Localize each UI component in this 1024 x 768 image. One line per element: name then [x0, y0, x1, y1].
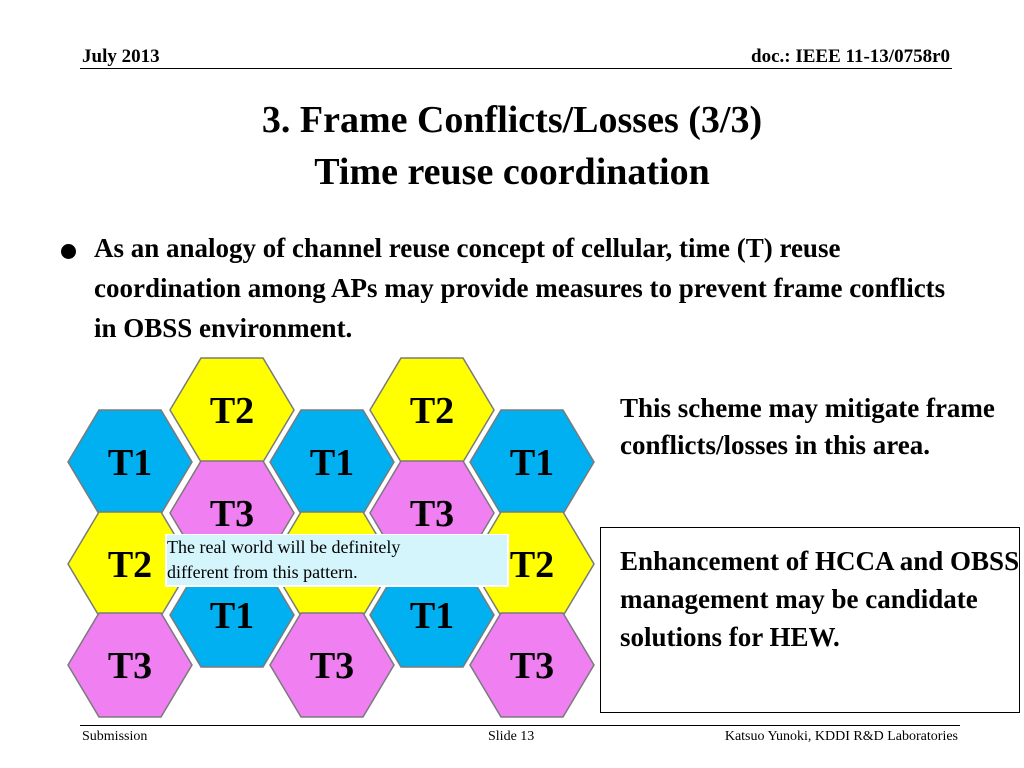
- hex-cell-t1: T1: [169, 562, 295, 668]
- hex-cell-t2: T2: [169, 357, 295, 463]
- bullet-text: As an analogy of channel reuse concept o…: [94, 233, 946, 343]
- hex-cell-t3: T3: [67, 612, 193, 718]
- mitigation-text: This scheme may mitigate frame conflicts…: [620, 393, 995, 460]
- pattern-note-line1: The real world will be definitely: [167, 535, 507, 560]
- hex-cell-t2: T2: [67, 511, 193, 617]
- hex-label: T1: [410, 595, 454, 637]
- hex-cell-t3: T3: [269, 612, 395, 718]
- header-doc-id: doc.: IEEE 11-13/0758r0: [751, 46, 950, 67]
- footer-slide-number: Slide 13: [488, 729, 535, 744]
- hex-shape: [469, 612, 595, 718]
- header-rule: [80, 68, 952, 69]
- header-date: July 2013: [82, 46, 160, 67]
- pattern-note-line2: different from this pattern.: [167, 560, 507, 585]
- hex-label: T2: [210, 390, 254, 432]
- hex-label: T2: [510, 544, 554, 586]
- hex-cell-t1: T1: [67, 409, 193, 515]
- hex-label: T1: [310, 442, 354, 484]
- hex-cell-t1: T1: [469, 409, 595, 515]
- footer-author: Katsuo Yunoki, KDDI R&D Laboratories: [724, 729, 958, 744]
- hex-label: T1: [510, 442, 554, 484]
- hex-label: T3: [108, 645, 152, 687]
- solution-box: [600, 527, 1020, 713]
- hex-label: T3: [410, 493, 454, 535]
- bullet-icon: [61, 244, 76, 259]
- hex-label: T2: [108, 544, 152, 586]
- footer-submission: Submission: [82, 729, 148, 744]
- hex-cell-t1: T1: [369, 562, 495, 668]
- hex-shape: [269, 612, 395, 718]
- hex-label: T1: [108, 442, 152, 484]
- slide-title-line1: 3. Frame Conflicts/Losses (3/3): [261, 99, 763, 141]
- footer-rule: [80, 725, 960, 726]
- pattern-note: The real world will be definitely differ…: [165, 534, 509, 587]
- slide-title-line2: Time reuse coordination: [314, 151, 710, 193]
- hex-label: T1: [210, 595, 254, 637]
- hex-cell-t1: T1: [269, 409, 395, 515]
- hex-label: T3: [310, 645, 354, 687]
- hex-label: T3: [510, 645, 554, 687]
- hex-shape: [67, 612, 193, 718]
- hex-label: T3: [210, 493, 254, 535]
- hex-cell-t3: T3: [469, 612, 595, 718]
- hex-cell-t2: T2: [369, 357, 495, 463]
- hex-label: T2: [410, 390, 454, 432]
- solution-box-text: Enhancement of HCCA and OBSS management …: [620, 546, 1020, 652]
